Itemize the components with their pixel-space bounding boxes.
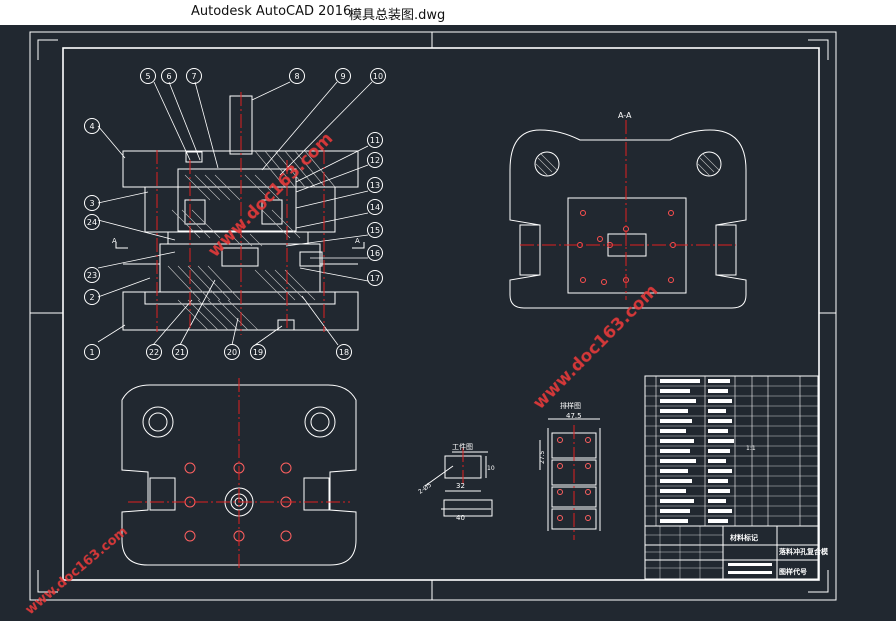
balloon-label-4: 4: [89, 122, 94, 131]
balloon-8: [289, 68, 305, 84]
balloon-label-24: 24: [87, 218, 97, 227]
balloon-label-19: 19: [253, 348, 263, 357]
watermarks: www.doc163.com www.doc163.com www.doc163…: [23, 129, 662, 618]
title-block-drawing-no: 图样代号: [779, 567, 807, 576]
center-lines: [128, 92, 736, 570]
balloon-label-8: 8: [294, 72, 299, 81]
sheet-outer-frame: [29, 31, 837, 601]
sheet-inner-frame: [62, 47, 820, 581]
balloon-label-13: 13: [370, 181, 380, 190]
balloon-20: [224, 344, 240, 360]
watermark-bottom-left: www.doc163.com: [23, 524, 131, 618]
balloon-7: [186, 68, 202, 84]
balloon-label-17: 17: [370, 274, 380, 283]
part-length-dim: 40: [456, 514, 465, 522]
balloon-4: [84, 118, 100, 134]
workpiece-title: 工件图: [452, 442, 473, 451]
balloon-18: [336, 344, 352, 360]
balloon-9: [335, 68, 351, 84]
balloon-label-10: 10: [373, 72, 383, 81]
balloon-label-22: 22: [149, 348, 159, 357]
strip-layout-view[interactable]: [539, 418, 601, 531]
title-block[interactable]: [644, 375, 819, 580]
balloon-15: [367, 222, 383, 238]
balloon-label-15: 15: [370, 226, 380, 235]
balloon-1: [84, 344, 100, 360]
balloon-22: [146, 344, 162, 360]
balloon-label-6: 6: [166, 72, 171, 81]
balloon-5: [140, 68, 156, 84]
app-name: Autodesk AutoCAD 2016: [191, 4, 352, 19]
section-a-a-view[interactable]: [509, 129, 747, 309]
balloon-10: [370, 68, 386, 84]
section-label: A-A: [618, 111, 632, 120]
balloon-2: [84, 289, 100, 305]
title-block-ratio: 1:1: [746, 445, 756, 452]
balloon-11: [367, 132, 383, 148]
corner-mark-br: [808, 570, 829, 593]
cut-marker-left: A: [112, 237, 117, 245]
balloon-21: [172, 344, 188, 360]
balloon-label-21: 21: [175, 348, 185, 357]
part-hole-dim: 2-Ø5: [417, 481, 433, 495]
balloon-label-20: 20: [227, 348, 237, 357]
strip-layout-title: 排样图: [560, 401, 581, 410]
balloon-label-14: 14: [370, 203, 380, 212]
balloon-label-9: 9: [340, 72, 345, 81]
balloon-label-2: 2: [89, 293, 94, 302]
balloon-label-16: 16: [370, 249, 380, 258]
title-block-product: 落料冲孔复合模: [779, 547, 829, 556]
cad-drawing[interactable]: 123456789101112131415161718192021222324 …: [0, 25, 896, 621]
balloon-24: [84, 214, 100, 230]
file-name: 模具总装图.dwg: [349, 8, 446, 23]
strip-pitch-dim: 27.5: [539, 450, 546, 464]
part-height-dim: 10: [487, 465, 495, 472]
title-bar: Autodesk AutoCAD 2016 模具总装图.dwg: [0, 0, 896, 25]
balloon-12: [367, 152, 383, 168]
watermark-right: www.doc163.com: [529, 281, 662, 414]
balloon-17: [367, 270, 383, 286]
corner-mark-tr: [808, 39, 829, 60]
strip-width-dim: 47.5: [566, 412, 582, 420]
cut-marker-right: A: [355, 237, 360, 245]
title-block-name: 材料标记: [729, 533, 758, 542]
balloon-23: [84, 267, 100, 283]
balloon-3: [84, 195, 100, 211]
balloon-16: [367, 245, 383, 261]
balloon-label-3: 3: [89, 199, 94, 208]
balloon-label-12: 12: [370, 156, 380, 165]
corner-mark-tl: [37, 39, 58, 60]
balloon-6: [161, 68, 177, 84]
corner-mark-bl: [37, 570, 58, 593]
balloon-label-18: 18: [339, 348, 349, 357]
balloon-label-23: 23: [87, 271, 97, 280]
balloon-leaders: [97, 81, 373, 346]
balloon-label-5: 5: [145, 72, 150, 81]
balloon-label-1: 1: [89, 348, 94, 357]
balloon-14: [367, 199, 383, 215]
balloon-19: [250, 344, 266, 360]
balloon-label-11: 11: [370, 136, 380, 145]
part-width-dim: 32: [456, 482, 465, 490]
balloon-13: [367, 177, 383, 193]
balloon-label-7: 7: [191, 72, 196, 81]
